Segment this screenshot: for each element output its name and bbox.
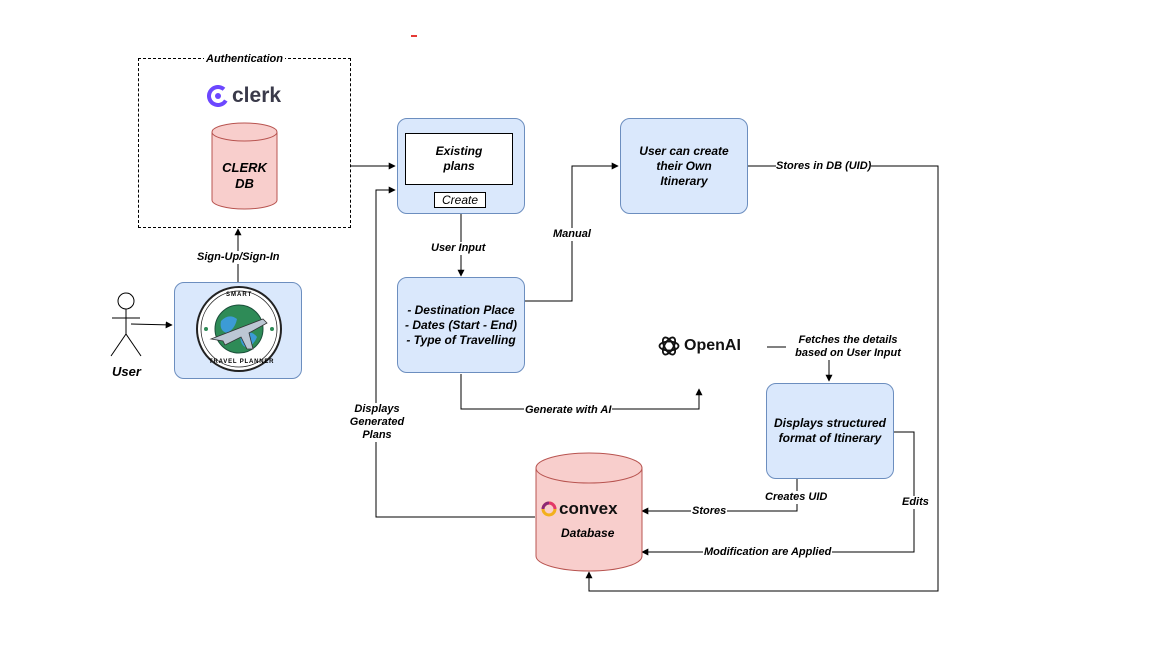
clerk-db-label-line1: CLERK <box>222 160 267 175</box>
label-stores: Stores <box>691 505 728 518</box>
existing-plans-line1: Existing <box>435 144 483 158</box>
label-stores-in-db: Stores in DB (UID) <box>776 160 872 173</box>
clerk-logo-text: clerk <box>232 84 282 107</box>
travel-input-box: - Destination Place - Dates (Start - End… <box>397 277 525 373</box>
label-modification: Modification are Applied <box>703 546 833 559</box>
convex-logo: convex <box>541 499 618 519</box>
label-displays-line2: Generated <box>349 416 405 428</box>
existing-plans-panel: Existing plans <box>405 133 513 185</box>
label-fetches-line2: based on User Input <box>795 347 901 359</box>
smart-logo-top-text: SMART <box>226 292 253 298</box>
label-fetches: Fetches the details based on User Input <box>786 334 910 360</box>
label-displays-line3: Plans <box>362 429 392 441</box>
clerk-logo-icon <box>207 85 229 107</box>
label-edits: Edits <box>902 496 929 509</box>
convex-logo-icon <box>541 501 557 517</box>
own-itinerary-line2: their Own <box>656 158 712 173</box>
own-itinerary-box: User can create their Own Itinerary <box>620 118 748 214</box>
label-creates-uid: Creates UID <box>765 491 828 504</box>
openai-text: OpenAI <box>684 337 741 354</box>
auth-title: Authentication <box>204 53 285 66</box>
label-generate-ai: Generate with AI <box>524 404 613 417</box>
label-manual: Manual <box>553 228 591 241</box>
arrow-user-to-app <box>130 321 173 329</box>
create-button[interactable]: Create <box>434 192 486 208</box>
input-destination: - Destination Place <box>407 302 515 317</box>
label-user-input: User Input <box>431 242 486 255</box>
user-actor-icon <box>110 292 142 357</box>
own-itinerary-line1: User can create <box>639 143 729 158</box>
convex-logo-text: convex <box>559 499 618 518</box>
convex-db-label: Database <box>561 526 615 540</box>
openai-icon <box>658 336 680 356</box>
openai-logo: OpenAI <box>657 334 741 358</box>
label-displays-line1: Displays <box>354 403 400 415</box>
own-itinerary-line3: Itinerary <box>660 173 708 188</box>
label-displays-plans: Displays Generated Plans <box>346 403 408 442</box>
input-travel-type: - Type of Travelling <box>406 332 516 347</box>
arrow-stores-in-db <box>585 165 939 592</box>
structured-itinerary-box: Displays structured format of Itinerary <box>766 383 894 479</box>
label-fetches-line1: Fetches the details <box>798 334 898 346</box>
existing-plans-line2: plans <box>443 159 475 173</box>
structured-line2: format of Itinerary <box>778 431 882 445</box>
structured-line1: Displays structured <box>773 416 887 430</box>
input-dates: - Dates (Start - End) <box>404 317 517 332</box>
smart-planner-logo <box>196 286 282 372</box>
smart-logo-bottom-text: TRAVEL PLANNER <box>209 359 275 365</box>
smart-planner-box <box>174 282 302 379</box>
clerk-db-cylinder <box>211 122 278 210</box>
clerk-logo: clerk <box>207 84 281 108</box>
convex-db-cylinder <box>535 452 643 572</box>
label-signup: Sign-Up/Sign-In <box>197 251 280 264</box>
user-label: User <box>112 364 141 379</box>
clerk-db-label: CLERK DB <box>211 160 278 192</box>
clerk-db-label-line2: DB <box>235 176 254 191</box>
arrow-displays-plans <box>375 186 535 518</box>
